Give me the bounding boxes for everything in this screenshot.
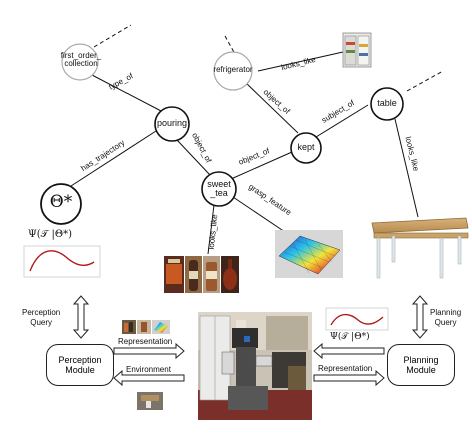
- trajectory-plot-left: [23, 245, 101, 278]
- node-label-sweet-tea: sweet _tea: [207, 179, 231, 199]
- robot-scene-image: [198, 312, 312, 420]
- node-theta: [40, 183, 82, 225]
- graph-nodes: [40, 43, 404, 225]
- perception-query-label: Perception Query: [22, 308, 61, 327]
- node-label-refrigerator: refrigerator: [213, 65, 253, 74]
- trajectory-plot-right: [325, 307, 389, 331]
- edge-line-looks-like-table: [394, 118, 419, 218]
- edge-line-grasp-feature: [229, 194, 286, 233]
- perception-query-arrow: [72, 295, 90, 339]
- node-label-table: table: [377, 98, 397, 108]
- planning-module-label: Planning Module: [403, 354, 439, 375]
- dashed-edge-collection: [93, 24, 132, 48]
- node-label-kept: kept: [297, 142, 315, 152]
- edge-line-object-of-pouring: [176, 139, 211, 176]
- graph-edges: [70, 51, 419, 255]
- edge-line-object-of-kept: [230, 151, 293, 180]
- node-label-theta: Θ*: [49, 192, 73, 212]
- query-arrows: [72, 295, 429, 339]
- node-table: [370, 87, 404, 121]
- representation-arrow-right-top: [313, 342, 385, 360]
- edge-line-type-of: [91, 74, 164, 113]
- environment-arrow: [113, 369, 185, 387]
- planning-query-label: Planning Query: [430, 308, 462, 327]
- edge-line-looks-like-fridge: [257, 51, 344, 72]
- edge-line-has-trajectory: [70, 130, 157, 187]
- perception-module-label: Perception Module: [58, 354, 102, 375]
- node-first-order-collection: [61, 43, 99, 81]
- dashed-edges: [93, 24, 444, 92]
- node-label-first-order-collection: first_order_ collection: [60, 51, 102, 69]
- psi-formula-left: Ψ(𝒯 |Θ*): [28, 229, 72, 240]
- node-sweet-tea: [201, 171, 237, 207]
- representation-arrow-left: [113, 342, 185, 360]
- perception-module: Perception Module: [46, 344, 114, 386]
- environment-label: Environment: [126, 365, 171, 374]
- node-label-pouring: pouring: [156, 118, 188, 128]
- edge-line-object-of-fridge: [244, 81, 299, 134]
- flow-arrows: [113, 342, 385, 387]
- representation-label-left: Representation: [118, 337, 173, 346]
- sweet-tea-images: [164, 256, 239, 293]
- dashed-edge-table: [406, 70, 444, 92]
- dashed-edge-refrigerator: [224, 35, 236, 55]
- planning-module: Planning Module: [387, 344, 455, 386]
- edge-line-subject-of: [315, 104, 369, 138]
- node-kept: [290, 132, 322, 164]
- node-refrigerator: [213, 51, 253, 91]
- refrigerator-image: [342, 32, 372, 68]
- perception-thumbnails: [122, 320, 170, 410]
- planning-query-arrow: [411, 295, 429, 339]
- grasp-feature-image: [275, 230, 343, 278]
- psi-formula-right: Ψ(𝒯 |Θ*): [330, 332, 370, 342]
- node-pouring: [154, 106, 190, 142]
- representation-arrow-right-bottom: [313, 369, 385, 387]
- table-image: [371, 217, 469, 279]
- edge-line-looks-like-tea: [207, 204, 215, 255]
- representation-label-right: Representation: [318, 364, 373, 373]
